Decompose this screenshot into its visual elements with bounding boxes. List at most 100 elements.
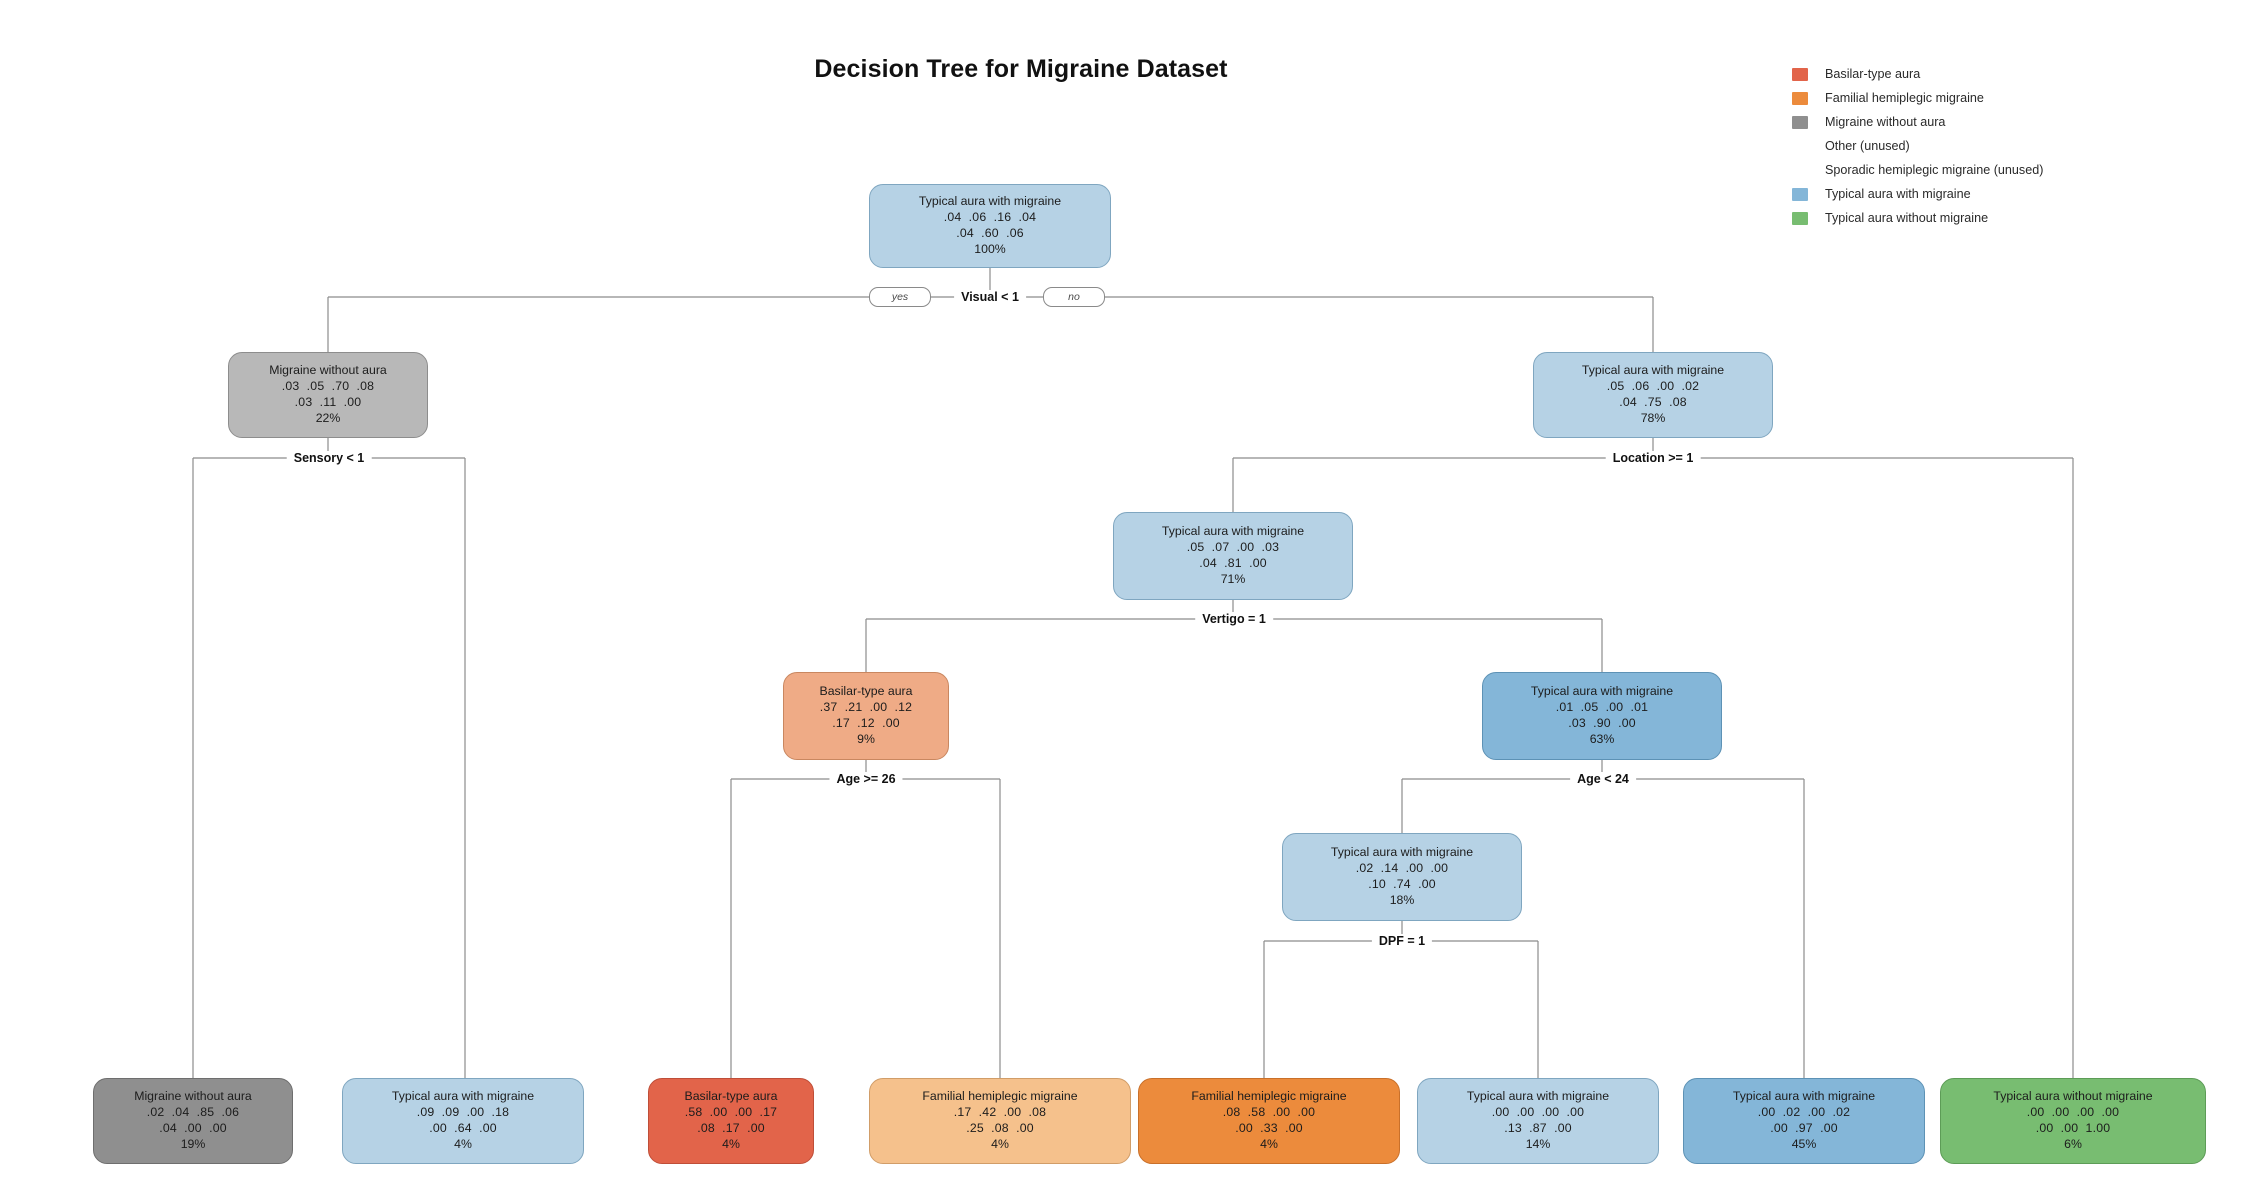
tree-node-typical-aura-with-migraine-18[interactable]: Typical aura with migraine .02 .14 .00 .… [1282, 833, 1522, 921]
node-class-label: Typical aura with migraine [1161, 524, 1305, 539]
split-label-age-ge-26: Age >= 26 [829, 772, 903, 786]
node-class-label: Basilar-type aura [684, 1089, 778, 1104]
legend-item-basilar-type-aura[interactable]: Basilar-type aura [1792, 62, 2212, 86]
node-prob-row-2: .03 .90 .00 [1568, 716, 1636, 730]
tree-node-root[interactable]: Typical aura with migraine .04 .06 .16 .… [869, 184, 1111, 268]
legend-swatch-icon [1792, 115, 1808, 129]
split-label-vertigo: Vertigo = 1 [1195, 612, 1273, 626]
node-prob-row-2: .04 .81 .00 [1199, 556, 1267, 570]
legend-label: Sporadic hemiplegic migraine (unused) [1825, 163, 2044, 177]
chart-title-text: Decision Tree for Migraine Dataset [814, 55, 1228, 83]
legend-item-typical-aura-without-migraine[interactable]: Typical aura without migraine [1792, 206, 2212, 230]
node-prob-row-1: .04 .06 .16 .04 [943, 210, 1037, 225]
legend-item-sporadic-hemiplegic-migraine-unused[interactable]: Sporadic hemiplegic migraine (unused) [1792, 158, 2212, 182]
tree-leaf-typical-aura-without-migraine-6[interactable]: Typical aura without migraine .00 .00 .0… [1940, 1078, 2206, 1164]
legend-swatch-icon [1792, 67, 1808, 81]
split-label-visual: Visual < 1 [954, 290, 1026, 304]
tree-leaf-typical-aura-with-migraine-45[interactable]: Typical aura with migraine .00 .02 .00 .… [1683, 1078, 1925, 1164]
node-class-label: Migraine without aura [269, 363, 387, 378]
legend-swatch-icon [1792, 187, 1808, 201]
legend-swatch-icon [1792, 91, 1808, 105]
legend: Basilar-type aura Familial hemiplegic mi… [1792, 62, 2212, 230]
node-prob-row-1: .02 .04 .85 .06 [146, 1105, 240, 1120]
node-prob-row-2: .03 .11 .00 [294, 395, 362, 409]
tree-node-typical-aura-with-migraine-63[interactable]: Typical aura with migraine .01 .05 .00 .… [1482, 672, 1722, 760]
node-prob-row-1: .09 .09 .00 .18 [416, 1105, 510, 1120]
split-label-age-lt-24: Age < 24 [1570, 772, 1636, 786]
legend-label: Familial hemiplegic migraine [1825, 91, 1984, 105]
node-prob-row-2: .00 .97 .00 [1770, 1121, 1838, 1135]
node-prob-row-1: .00 .02 .00 .02 [1757, 1105, 1851, 1120]
node-prob-row-1: .37 .21 .00 .12 [819, 700, 913, 715]
legend-label: Typical aura without migraine [1825, 211, 1989, 225]
legend-item-typical-aura-with-migraine[interactable]: Typical aura with migraine [1792, 182, 2212, 206]
node-prob-row-2: .00 .33 .00 [1235, 1121, 1303, 1135]
node-prob-row-2: .04 .00 .00 [159, 1121, 227, 1135]
node-class-label: Familial hemiplegic migraine [1191, 1089, 1347, 1104]
legend-swatch-icon [1792, 164, 1808, 177]
tree-leaf-familial-hemiplegic-migraine-4b[interactable]: Familial hemiplegic migraine .08 .58 .00… [1138, 1078, 1400, 1164]
node-prob-row-1: .00 .00 .00 .00 [1491, 1105, 1585, 1120]
node-prob-row-2: .00 .64 .00 [429, 1121, 497, 1135]
node-class-label: Basilar-type aura [819, 684, 913, 699]
legend-item-other-unused[interactable]: Other (unused) [1792, 134, 2212, 158]
node-prob-row-1: .01 .05 .00 .01 [1555, 700, 1649, 715]
node-percent: 14% [1525, 1136, 1551, 1151]
node-percent: 100% [974, 241, 1006, 256]
legend-label: Other (unused) [1825, 139, 1910, 153]
node-prob-row-1: .17 .42 .00 .08 [953, 1105, 1047, 1120]
node-percent: 6% [2064, 1136, 2082, 1151]
node-prob-row-2: .04 .75 .08 [1619, 395, 1687, 409]
legend-item-migraine-without-aura[interactable]: Migraine without aura [1792, 110, 2212, 134]
branch-pill-no[interactable]: no [1043, 287, 1105, 307]
node-prob-row-1: .05 .06 .00 .02 [1606, 379, 1700, 394]
tree-leaf-typical-aura-with-migraine-4a[interactable]: Typical aura with migraine .09 .09 .00 .… [342, 1078, 584, 1164]
node-prob-row-1: .58 .00 .00 .17 [684, 1105, 778, 1120]
node-percent: 4% [991, 1136, 1009, 1151]
split-label-sensory: Sensory < 1 [286, 451, 372, 465]
node-class-label: Typical aura with migraine [1581, 363, 1725, 378]
legend-item-familial-hemiplegic-migraine[interactable]: Familial hemiplegic migraine [1792, 86, 2212, 110]
node-class-label: Typical aura without migraine [1993, 1089, 2153, 1104]
legend-label: Typical aura with migraine [1825, 187, 1971, 201]
tree-leaf-basilar-type-aura-4[interactable]: Basilar-type aura .58 .00 .00 .17 .08 .1… [648, 1078, 814, 1164]
branch-pill-yes[interactable]: yes [869, 287, 931, 307]
node-percent: 19% [180, 1136, 206, 1151]
tree-node-migraine-without-aura-22[interactable]: Migraine without aura .03 .05 .70 .08 .0… [228, 352, 428, 438]
node-percent: 22% [315, 410, 341, 425]
legend-swatch-icon [1792, 211, 1808, 225]
node-percent: 63% [1589, 731, 1615, 746]
node-percent: 4% [722, 1136, 740, 1151]
node-percent: 9% [857, 731, 875, 746]
node-prob-row-1: .02 .14 .00 .00 [1355, 861, 1449, 876]
node-prob-row-2: .00 .00 1.00 [2035, 1121, 2111, 1135]
node-class-label: Typical aura with migraine [1330, 845, 1474, 860]
page-title: Decision Tree for Migraine Dataset [0, 55, 2242, 84]
legend-swatch-icon [1792, 140, 1808, 153]
node-prob-row-2: .10 .74 .00 [1368, 877, 1436, 891]
tree-node-typical-aura-with-migraine-71[interactable]: Typical aura with migraine .05 .07 .00 .… [1113, 512, 1353, 600]
tree-node-typical-aura-with-migraine-78[interactable]: Typical aura with migraine .05 .06 .00 .… [1533, 352, 1773, 438]
node-prob-row-1: .05 .07 .00 .03 [1186, 540, 1280, 555]
node-prob-row-2: .08 .17 .00 [697, 1121, 765, 1135]
node-prob-row-1: .08 .58 .00 .00 [1222, 1105, 1316, 1120]
tree-leaf-typical-aura-with-migraine-14[interactable]: Typical aura with migraine .00 .00 .00 .… [1417, 1078, 1659, 1164]
node-prob-row-1: .00 .00 .00 .00 [2026, 1105, 2120, 1120]
node-percent: 45% [1791, 1136, 1817, 1151]
node-prob-row-2: .13 .87 .00 [1504, 1121, 1572, 1135]
node-prob-row-2: .25 .08 .00 [966, 1121, 1034, 1135]
tree-leaf-migraine-without-aura-19[interactable]: Migraine without aura .02 .04 .85 .06 .0… [93, 1078, 293, 1164]
legend-label: Migraine without aura [1825, 115, 1946, 129]
tree-node-basilar-type-aura-9[interactable]: Basilar-type aura .37 .21 .00 .12 .17 .1… [783, 672, 949, 760]
node-percent: 78% [1640, 410, 1666, 425]
node-percent: 71% [1220, 571, 1246, 586]
node-prob-row-2: .04 .60 .06 [956, 226, 1024, 240]
node-percent: 18% [1389, 892, 1415, 907]
node-class-label: Migraine without aura [134, 1089, 252, 1104]
tree-leaf-familial-hemiplegic-migraine-4a[interactable]: Familial hemiplegic migraine .17 .42 .00… [869, 1078, 1131, 1164]
node-class-label: Typical aura with migraine [918, 194, 1062, 209]
node-class-label: Typical aura with migraine [1530, 684, 1674, 699]
node-prob-row-2: .17 .12 .00 [832, 716, 900, 730]
node-prob-row-1: .03 .05 .70 .08 [281, 379, 375, 394]
